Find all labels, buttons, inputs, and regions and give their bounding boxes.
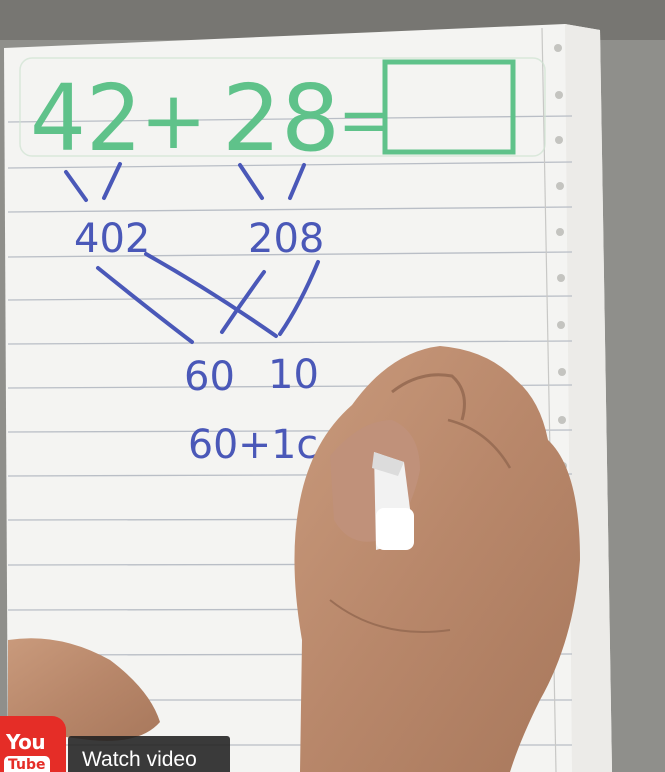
- right-addend: 28: [222, 65, 340, 172]
- resting-hand: [8, 638, 160, 741]
- tens-sum: 60: [184, 354, 235, 400]
- marker-pen: [372, 452, 414, 550]
- left-addend: 42: [30, 65, 142, 172]
- plus-sign: +: [140, 74, 207, 167]
- youtube-logo[interactable]: You Tube: [0, 716, 66, 772]
- writing-hand: [294, 346, 580, 772]
- watch-video-button[interactable]: Watch video: [68, 736, 230, 772]
- youtube-logo-tube: Tube: [4, 756, 50, 772]
- youtube-logo-you: You: [6, 730, 46, 754]
- answer-box: [382, 59, 516, 155]
- decomposition-work: 402 208 60 10 60+1c: [64, 162, 324, 468]
- expanded-left: 402: [74, 216, 150, 262]
- expanded-right: 208: [248, 216, 324, 262]
- partial-expression: 60+1c: [188, 422, 318, 468]
- equation: 42 + 28 =: [30, 59, 516, 172]
- ones-sum: 10: [268, 352, 319, 398]
